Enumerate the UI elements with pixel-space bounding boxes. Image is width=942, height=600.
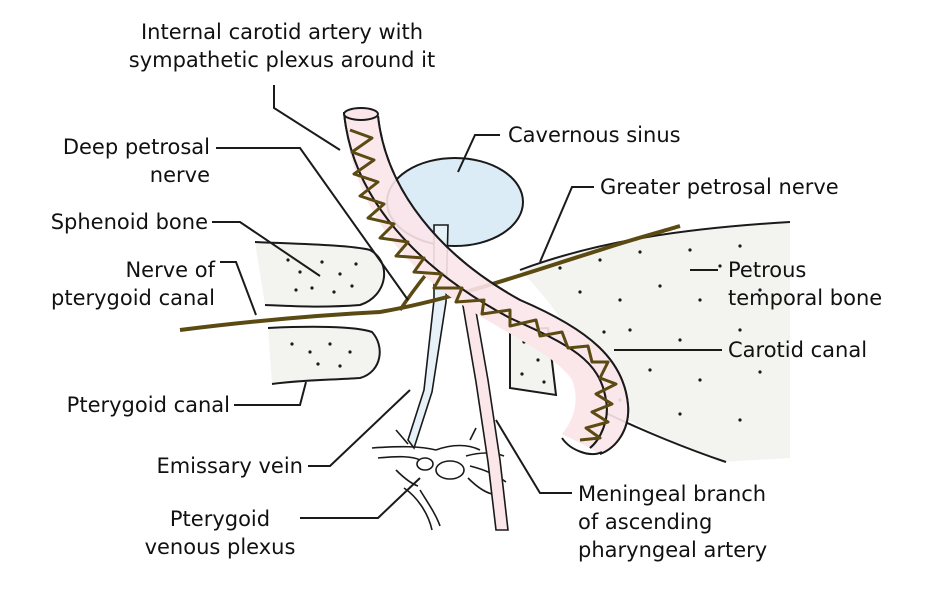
leader-pterygoid-plexus bbox=[300, 477, 421, 519]
label-meningeal-line1: Meningeal branch bbox=[578, 482, 767, 506]
label-internal-carotid-line1: Internal carotid artery with bbox=[140, 20, 424, 44]
label-carotid-canal: Carotid canal bbox=[728, 336, 867, 364]
label-cavernous-sinus: Cavernous sinus bbox=[508, 121, 681, 149]
leader-pterygoid-canal bbox=[234, 381, 307, 406]
sphenoid-bone-shape bbox=[254, 241, 386, 308]
label-greater-petrosal-text: Greater petrosal nerve bbox=[600, 175, 839, 199]
label-petrous-temporal-line1: Petrous bbox=[728, 258, 807, 282]
label-emissary-vein: Emissary vein bbox=[100, 452, 303, 480]
sympathetic-plexus-zigzag bbox=[349, 128, 618, 442]
leader-nerve-pterygoid bbox=[220, 261, 257, 316]
label-pterygoid-venous-plexus: Pterygoid venous plexus bbox=[140, 505, 300, 561]
carotid-top-opening bbox=[343, 107, 379, 121]
carotid-bottom-opening bbox=[561, 437, 603, 456]
meningeal-branch-shape bbox=[461, 299, 509, 531]
label-deep-petrosal-nerve: Deep petrosal nerve bbox=[20, 133, 210, 189]
label-deep-petrosal-line1: Deep petrosal bbox=[62, 135, 210, 159]
label-petrous-temporal-bone: Petrous temporal bone bbox=[728, 256, 882, 312]
label-nerve-pterygoid-line2: pterygoid canal bbox=[51, 286, 215, 310]
label-sphenoid-bone-text: Sphenoid bone bbox=[50, 210, 208, 234]
leader-meningeal-branch bbox=[495, 419, 572, 494]
label-pterygoid-canal: Pterygoid canal bbox=[10, 391, 230, 419]
label-meningeal-line3: pharyngeal artery bbox=[578, 538, 768, 562]
bone-stipple-dots bbox=[286, 244, 762, 422]
label-meningeal-line2: of ascending bbox=[578, 510, 713, 534]
leader-greater-petrosal bbox=[539, 186, 594, 263]
label-pterygoid-plexus-line2: venous plexus bbox=[144, 535, 296, 559]
label-internal-carotid-artery: Internal carotid artery with sympathetic… bbox=[112, 18, 452, 74]
leader-internal-carotid bbox=[273, 85, 341, 151]
leader-deep-petrosal bbox=[216, 147, 409, 301]
label-internal-carotid-line2: sympathetic plexus around it bbox=[128, 48, 436, 72]
label-petrous-temporal-line2: temporal bone bbox=[728, 286, 883, 310]
leader-cavernous-sinus bbox=[457, 134, 500, 173]
label-carotid-canal-text: Carotid canal bbox=[728, 338, 868, 362]
label-nerve-pterygoid-line1: Nerve of bbox=[125, 258, 215, 282]
label-pterygoid-canal-text: Pterygoid canal bbox=[66, 393, 230, 417]
lower-sphenoid-bone-shape bbox=[267, 325, 381, 385]
label-greater-petrosal-nerve: Greater petrosal nerve bbox=[600, 173, 839, 201]
label-pterygoid-plexus-line1: Pterygoid bbox=[169, 507, 271, 531]
leader-lines bbox=[212, 85, 722, 519]
label-emissary-vein-text: Emissary vein bbox=[156, 454, 303, 478]
petrous-temporal-bone-shape bbox=[520, 222, 790, 462]
label-cavernous-sinus-text: Cavernous sinus bbox=[508, 123, 681, 147]
leader-emissary-vein bbox=[308, 389, 411, 467]
internal-carotid-artery-shape bbox=[344, 112, 607, 448]
label-sphenoid-bone: Sphenoid bone bbox=[10, 208, 208, 236]
carotid-edge-b bbox=[377, 115, 630, 455]
leader-sphenoid bbox=[212, 221, 321, 277]
label-nerve-of-pterygoid-canal: Nerve of pterygoid canal bbox=[10, 256, 215, 312]
label-meningeal-branch: Meningeal branch of ascending pharyngeal… bbox=[578, 480, 767, 564]
carotid-tube-fill bbox=[344, 112, 629, 454]
label-deep-petrosal-line2: nerve bbox=[149, 163, 210, 187]
